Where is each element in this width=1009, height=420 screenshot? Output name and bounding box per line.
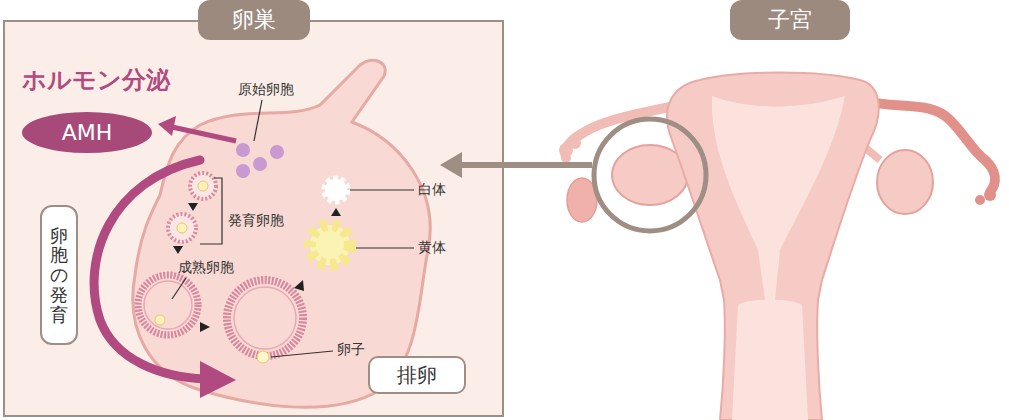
zoom-arrowhead — [440, 152, 462, 178]
corpus-albicans — [325, 179, 347, 201]
part-label: 成熟卵胞 — [178, 259, 234, 276]
development-arrowhead — [200, 361, 236, 398]
oocyte — [257, 351, 269, 363]
fimbria — [975, 195, 985, 205]
hormone-arrow — [172, 127, 236, 141]
step-arrowhead — [294, 280, 304, 291]
mature-follicle — [138, 275, 198, 335]
primordial-follicle — [236, 164, 250, 178]
uterus-tab: 子宮 — [730, 0, 850, 40]
oocyte — [177, 223, 187, 233]
step-arrowhead — [188, 203, 198, 211]
node-text: 排卵 — [397, 363, 437, 387]
developing-follicle — [190, 173, 216, 199]
leader-line — [350, 189, 414, 190]
panel-heading: 卵巣 — [198, 0, 310, 40]
part-label: 原始卵胞 — [238, 81, 294, 98]
mature-follicle — [234, 287, 296, 349]
vagina — [732, 300, 808, 420]
panel-ground — [4, 21, 503, 416]
node-text: AMH — [62, 120, 113, 146]
primordial-follicle — [236, 143, 250, 157]
vertical-note-box: 卵胞の発育 — [40, 205, 78, 345]
fimbria — [569, 137, 581, 149]
oocyte — [198, 181, 208, 191]
mature-follicle — [227, 280, 303, 356]
leader-line — [172, 278, 186, 299]
hormone-arrowhead — [158, 116, 176, 136]
developing-follicle — [168, 214, 196, 242]
step-arrowhead — [331, 208, 341, 216]
uterine-cavity — [712, 96, 845, 300]
part-label: 黄体 — [418, 239, 446, 256]
part-label: 白体 — [418, 181, 446, 198]
part-label: 発育卵胞 — [228, 212, 284, 229]
uterus-body — [667, 73, 879, 420]
primordial-follicle — [270, 145, 284, 159]
leader-line — [356, 247, 414, 248]
corpus-luteum — [310, 225, 350, 265]
hormone-ellipse: AMH — [22, 112, 152, 153]
part-label: 卵子 — [337, 341, 365, 358]
leader-line — [254, 100, 262, 141]
oocyte — [155, 315, 165, 325]
mature-follicle — [144, 281, 192, 329]
ovulation-box: 排卵 — [368, 356, 466, 394]
fimbria — [984, 189, 996, 201]
step-arrowhead — [173, 246, 183, 254]
step-arrowhead — [200, 322, 210, 332]
leader-line — [271, 351, 333, 357]
right-ovary — [877, 150, 933, 214]
hormone-heading: ホルモン分泌 — [22, 66, 170, 95]
primordial-follicle — [253, 157, 267, 171]
node-text: 卵胞の発育 — [50, 226, 68, 325]
zoom-arrow — [458, 162, 592, 168]
highlight-circle — [594, 119, 706, 231]
node-text: 子宮 — [768, 6, 812, 34]
bracket — [200, 178, 222, 244]
